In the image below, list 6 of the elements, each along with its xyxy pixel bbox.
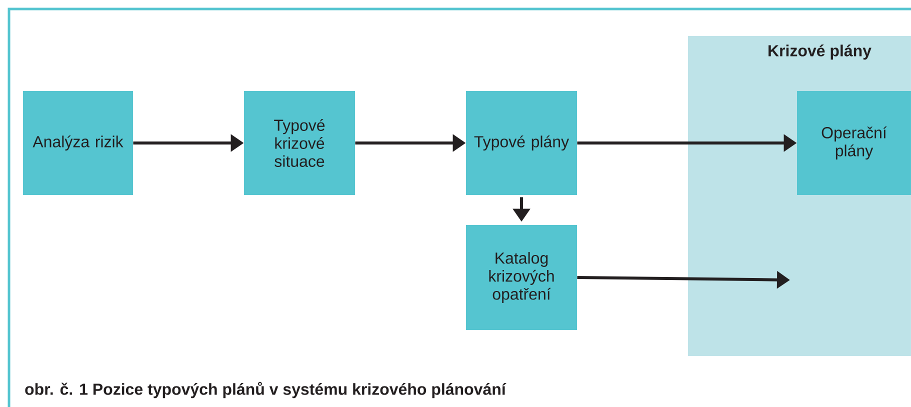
- process-box: Operační plány: [797, 91, 911, 195]
- caption: obr. č. 1 Pozice typových plánů v systému krizového plánování: [25, 382, 506, 398]
- process-box: Typové plány: [466, 91, 577, 195]
- process-box: Typové krizové situace: [244, 91, 355, 195]
- process-box: Katalog krizových opatření: [466, 225, 577, 330]
- process-box: Analýza rizik: [23, 91, 133, 195]
